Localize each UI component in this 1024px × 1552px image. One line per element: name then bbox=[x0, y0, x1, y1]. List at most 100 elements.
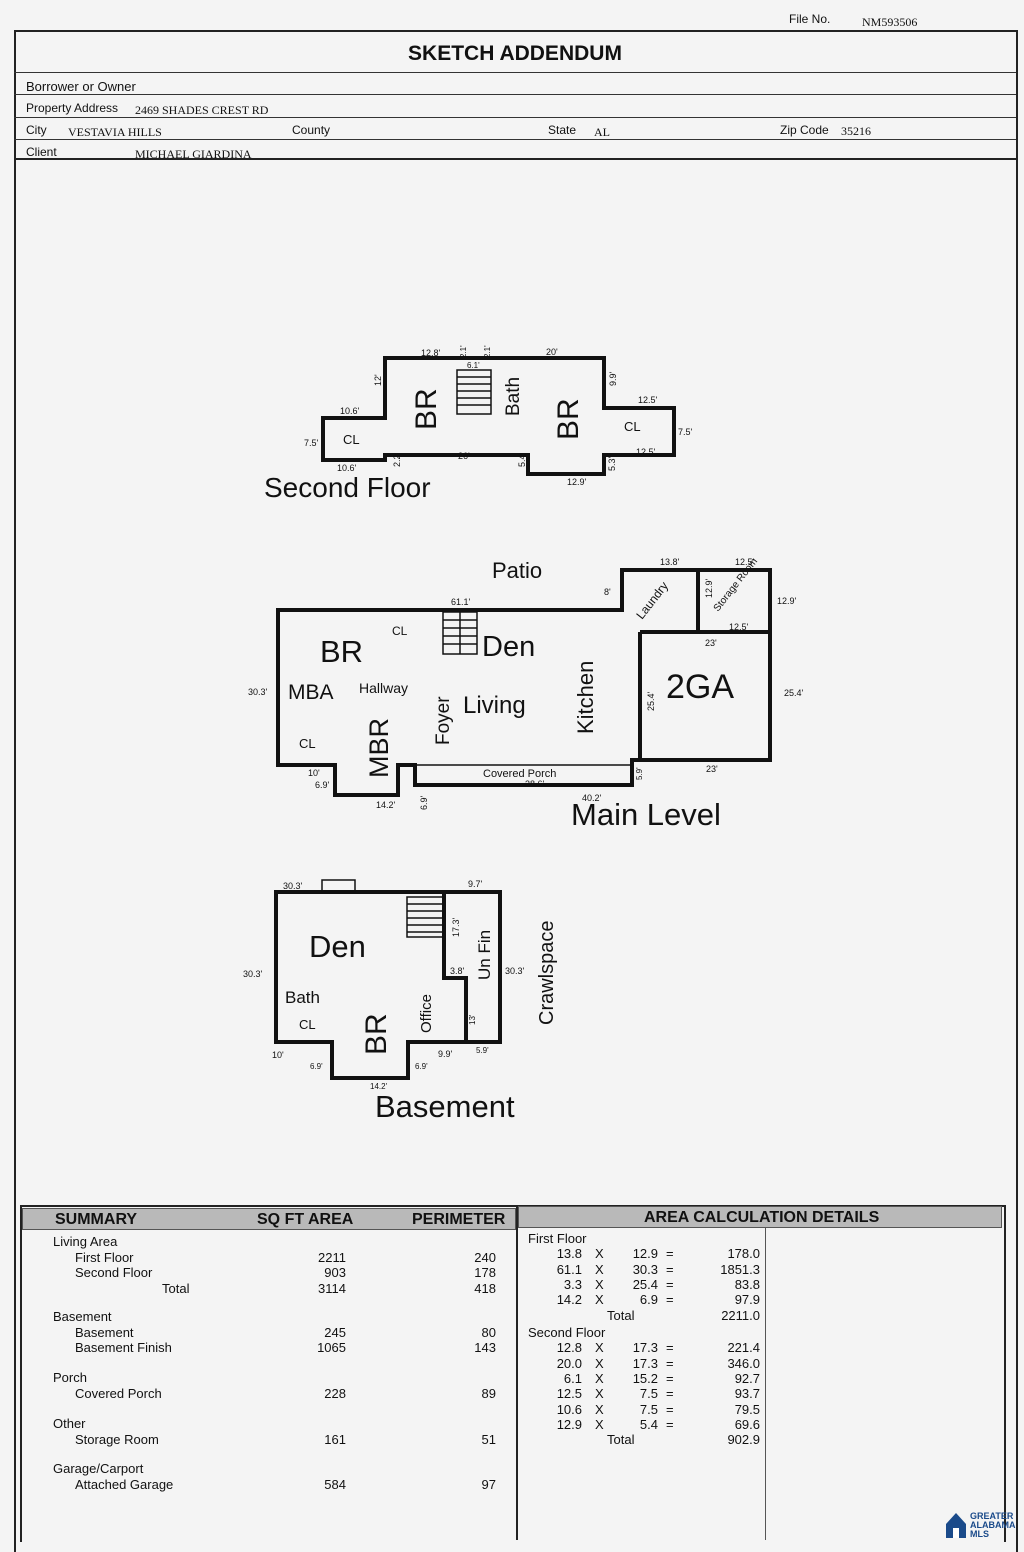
borrower-label: Borrower or Owner bbox=[26, 79, 136, 94]
summary-perimeter-value: 51 bbox=[481, 1431, 496, 1447]
details-group-label: First Floor bbox=[528, 1231, 587, 1246]
summary-area-value: 245 bbox=[324, 1324, 346, 1340]
dimension-label: 12.5' bbox=[729, 622, 749, 632]
multiply-symbol: X bbox=[595, 1246, 604, 1262]
detail-result: 1851.3 bbox=[720, 1261, 760, 1277]
state-value: AL bbox=[594, 125, 610, 139]
dimension-label: 2.2' bbox=[392, 452, 402, 467]
dimension-label: 13.8' bbox=[660, 557, 680, 567]
floor-title: Basement bbox=[375, 1089, 515, 1124]
dimension-label: 6.9' bbox=[310, 1062, 323, 1071]
detail-factor-b: 17.3 bbox=[632, 1340, 658, 1356]
divider bbox=[14, 72, 1016, 73]
dimension-label: 14.2' bbox=[376, 800, 396, 810]
dimension-label: 6.1' bbox=[467, 361, 480, 370]
room-label: BR bbox=[410, 388, 443, 430]
summary-group-label: Other bbox=[53, 1416, 86, 1431]
room-label: BR bbox=[320, 634, 363, 669]
details-col-header: AREA CALCULATION DETAILS bbox=[644, 1209, 880, 1226]
details-total-label: Total bbox=[607, 1432, 635, 1448]
summary-perimeter-value: 240 bbox=[474, 1249, 496, 1265]
dimension-label: 5.9' bbox=[635, 767, 644, 780]
detail-factor-b: 12.9 bbox=[632, 1246, 658, 1262]
summary-group-label: Living Area bbox=[53, 1234, 118, 1249]
room-label: Kitchen bbox=[573, 661, 598, 734]
multiply-symbol: X bbox=[595, 1355, 604, 1371]
detail-factor-a: 3.3 bbox=[563, 1276, 582, 1292]
zip-value: 35216 bbox=[841, 124, 871, 138]
detail-factor-b: 7.5 bbox=[639, 1386, 658, 1402]
city-value: VESTAVIA HILLS bbox=[68, 125, 162, 139]
room-label: Hallway bbox=[359, 680, 408, 696]
detail-factor-b: 15.2 bbox=[632, 1370, 658, 1386]
client-label: Client bbox=[26, 145, 57, 159]
detail-result: 83.8 bbox=[734, 1276, 760, 1292]
dimension-label: 6.9' bbox=[419, 795, 429, 810]
detail-result: 221.4 bbox=[727, 1340, 760, 1356]
equals-symbol: = bbox=[666, 1340, 674, 1356]
detail-factor-b: 6.9 bbox=[639, 1292, 658, 1308]
detail-result: 178.0 bbox=[727, 1246, 760, 1262]
detail-factor-a: 14.2 bbox=[556, 1292, 582, 1308]
dimension-label: 10' bbox=[308, 768, 320, 778]
dimension-label: 30.3' bbox=[248, 687, 268, 697]
room-label: Bath bbox=[503, 377, 524, 416]
dimension-label: 23' bbox=[705, 638, 717, 648]
equals-symbol: = bbox=[666, 1370, 674, 1386]
detail-factor-a: 12.9 bbox=[556, 1416, 582, 1432]
multiply-symbol: X bbox=[595, 1340, 604, 1356]
detail-result: 69.6 bbox=[734, 1416, 760, 1432]
details-divider bbox=[765, 1228, 766, 1540]
dimension-label: 5.4' bbox=[517, 452, 527, 467]
dimension-label: 12.9' bbox=[567, 477, 587, 487]
details-group-label: Second Floor bbox=[528, 1325, 606, 1340]
dimension-label: 13' bbox=[468, 1014, 477, 1025]
dimension-label: 61.1' bbox=[451, 597, 471, 607]
detail-factor-a: 20.0 bbox=[556, 1355, 582, 1371]
details-total-value: 2211.0 bbox=[721, 1307, 760, 1323]
summary-frame bbox=[20, 1205, 1006, 1542]
dimension-label: 14.2' bbox=[370, 1082, 388, 1091]
multiply-symbol: X bbox=[595, 1370, 604, 1386]
divider bbox=[14, 139, 1016, 140]
dimension-label: 12.5' bbox=[638, 395, 658, 405]
zip-label: Zip Code bbox=[780, 123, 829, 137]
room-label: Den bbox=[482, 631, 535, 663]
multiply-symbol: X bbox=[595, 1386, 604, 1402]
room-label: MBA bbox=[288, 681, 334, 704]
dimension-label: 23' bbox=[706, 764, 718, 774]
dimension-label: 9.9' bbox=[608, 371, 618, 386]
state-label: State bbox=[548, 123, 577, 137]
summary-area-value: 1065 bbox=[317, 1340, 346, 1355]
area-col-header: SQ FT AREA bbox=[257, 1211, 354, 1228]
room-label: CL bbox=[624, 419, 641, 434]
dimension-label: 25.4' bbox=[784, 688, 804, 698]
summary-perimeter-value: 143 bbox=[474, 1340, 496, 1355]
basement-outline bbox=[274, 890, 502, 1080]
logo-text: GREATER bbox=[970, 1511, 1014, 1521]
room-label: CL bbox=[343, 432, 360, 447]
dimension-label: 6.9' bbox=[315, 780, 330, 790]
summary-group-label: Garage/Carport bbox=[53, 1461, 144, 1476]
dimension-label: 10.6' bbox=[340, 406, 360, 416]
dimension-label: 25.4' bbox=[646, 691, 656, 711]
room-label: Den bbox=[309, 929, 366, 964]
multiply-symbol: X bbox=[595, 1416, 604, 1432]
divider bbox=[14, 117, 1016, 118]
summary-area-value: 903 bbox=[324, 1265, 346, 1280]
dimension-label: 7.5' bbox=[304, 438, 319, 448]
detail-result: 346.0 bbox=[727, 1355, 760, 1371]
divider bbox=[14, 94, 1016, 95]
greater-alabama-mls-logo: GREATER ALABAMA MLS bbox=[944, 1510, 1024, 1540]
detail-factor-a: 12.8 bbox=[556, 1340, 582, 1356]
summary-perimeter-value: 97 bbox=[481, 1476, 496, 1492]
multiply-symbol: X bbox=[595, 1401, 604, 1417]
room-label: MBR bbox=[364, 718, 394, 778]
multiply-symbol: X bbox=[595, 1276, 604, 1292]
detail-factor-b: 30.3 bbox=[632, 1261, 658, 1277]
room-label: BR bbox=[360, 1013, 393, 1055]
summary-row-label: Basement Finish bbox=[75, 1340, 172, 1355]
dimension-label: 26' bbox=[458, 451, 470, 461]
details-header: AREA CALCULATION DETAILS bbox=[518, 1206, 1002, 1228]
dimension-label: 12.8' bbox=[421, 348, 441, 358]
